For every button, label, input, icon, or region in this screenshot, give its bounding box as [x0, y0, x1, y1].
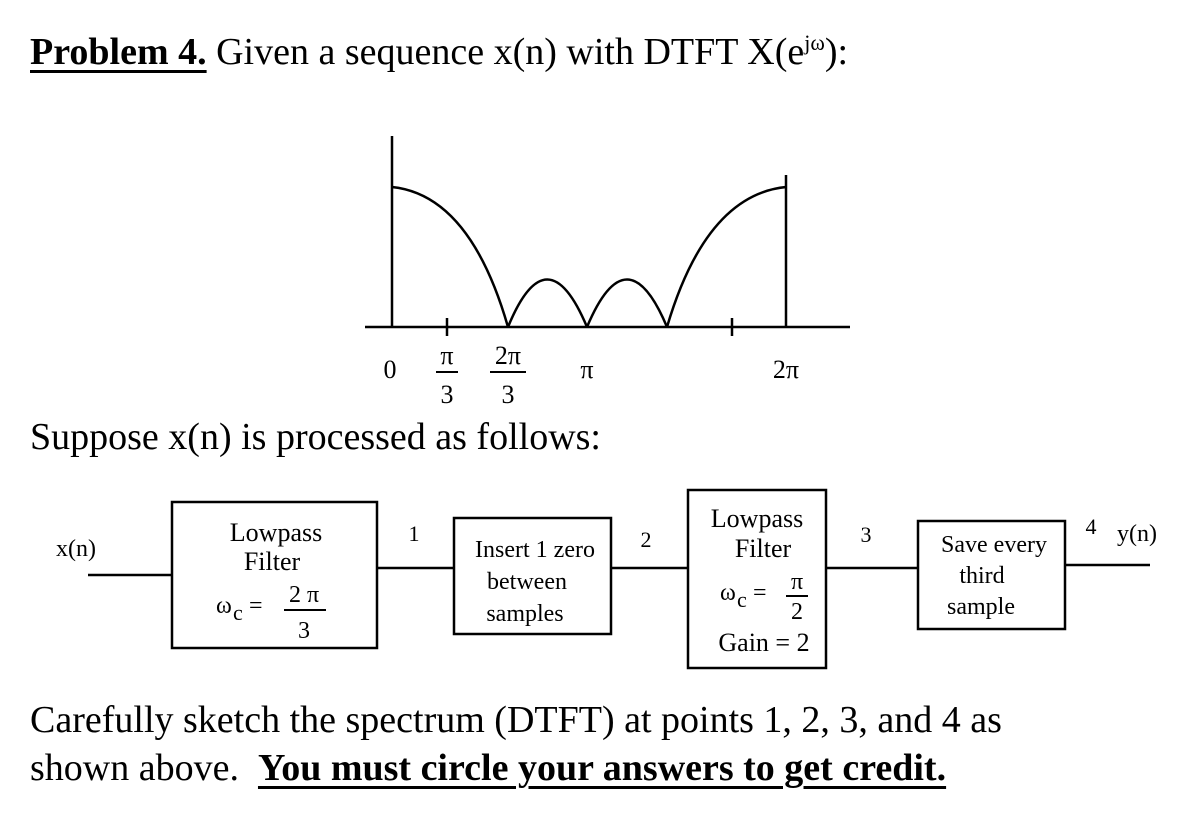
block-diagram: x(n) y(n) 1 2 3 4 Lowpass Filter ω c = 2… [56, 488, 1157, 670]
block3-line2: Filter [735, 534, 792, 563]
point-label-4: 4 [1086, 514, 1097, 539]
block4-line3: sample [947, 594, 1015, 620]
block1-line1: Lowpass [230, 518, 322, 547]
suppose-text: Suppose x(n) is processed as follows: [30, 416, 601, 458]
block1-omega-sub: c [233, 600, 243, 625]
tick-label-zero: 0 [384, 355, 397, 384]
point-label-1: 1 [409, 521, 420, 546]
point-label-2: 2 [641, 527, 652, 552]
block4-line2: third [959, 563, 1004, 589]
tick-label-pi: π [580, 355, 593, 384]
block4-line1: Save every [941, 532, 1047, 558]
block1-frac-den: 3 [298, 618, 310, 644]
problem-title: Problem 4. Given a sequence x(n) with DT… [30, 18, 848, 77]
block3-gain: Gain = 2 [718, 628, 809, 657]
block-downsampler [916, 519, 1067, 631]
block-lowpass-1 [170, 500, 379, 650]
instructions: Carefully sketch the spectrum (DTFT) at … [30, 696, 1002, 792]
block-lowpass-2 [686, 488, 828, 670]
block3-frac-num: π [791, 569, 803, 595]
spectrum-tick-labels: 0 π 3 2π 3 π 2π [384, 341, 800, 409]
block3-equals: = [753, 580, 767, 606]
input-label: x(n) [56, 536, 96, 562]
spectrum-side-lobe-left [506, 278, 589, 328]
spectrum-main-lobe-repeat [665, 185, 787, 328]
block1-line2: Filter [244, 547, 301, 576]
block3-omega: ω [720, 580, 736, 606]
spectrum-plot [365, 136, 850, 336]
tick-label-pi-over-3-den: 3 [441, 380, 454, 409]
dtft-exponent: jω [804, 30, 825, 55]
block1-frac-num: 2 π [289, 582, 319, 608]
instructions-line2: shown above. You must circle your answer… [30, 747, 947, 789]
spectrum-main-lobe [391, 185, 510, 328]
block3-omega-sub: c [737, 587, 747, 612]
circle-answers-note: You must circle your answers to get cred… [257, 747, 947, 789]
problem-text: Given a sequence x(n) with DTFT X(ejω): [216, 30, 849, 73]
output-label: y(n) [1117, 521, 1157, 547]
problem-label: Problem 4. [30, 31, 207, 73]
block3-line1: Lowpass [711, 504, 803, 533]
block-upsampler [452, 516, 613, 636]
block2-line2: between [487, 569, 567, 595]
tick-label-2pi: 2π [773, 355, 799, 384]
tick-label-2pi-over-3-den: 3 [502, 380, 515, 409]
point-label-3: 3 [861, 522, 872, 547]
block1-equals: = [249, 593, 263, 619]
block3-frac-den: 2 [791, 599, 803, 625]
block2-line3: samples [486, 601, 563, 627]
instructions-line1: Carefully sketch the spectrum (DTFT) at … [30, 699, 1002, 741]
block1-omega: ω [216, 593, 232, 619]
tick-label-pi-over-3-num: π [440, 341, 453, 370]
spectrum-side-lobe-right [585, 278, 669, 328]
tick-label-2pi-over-3-num: 2π [495, 341, 521, 370]
block2-line1: Insert 1 zero [475, 537, 595, 563]
